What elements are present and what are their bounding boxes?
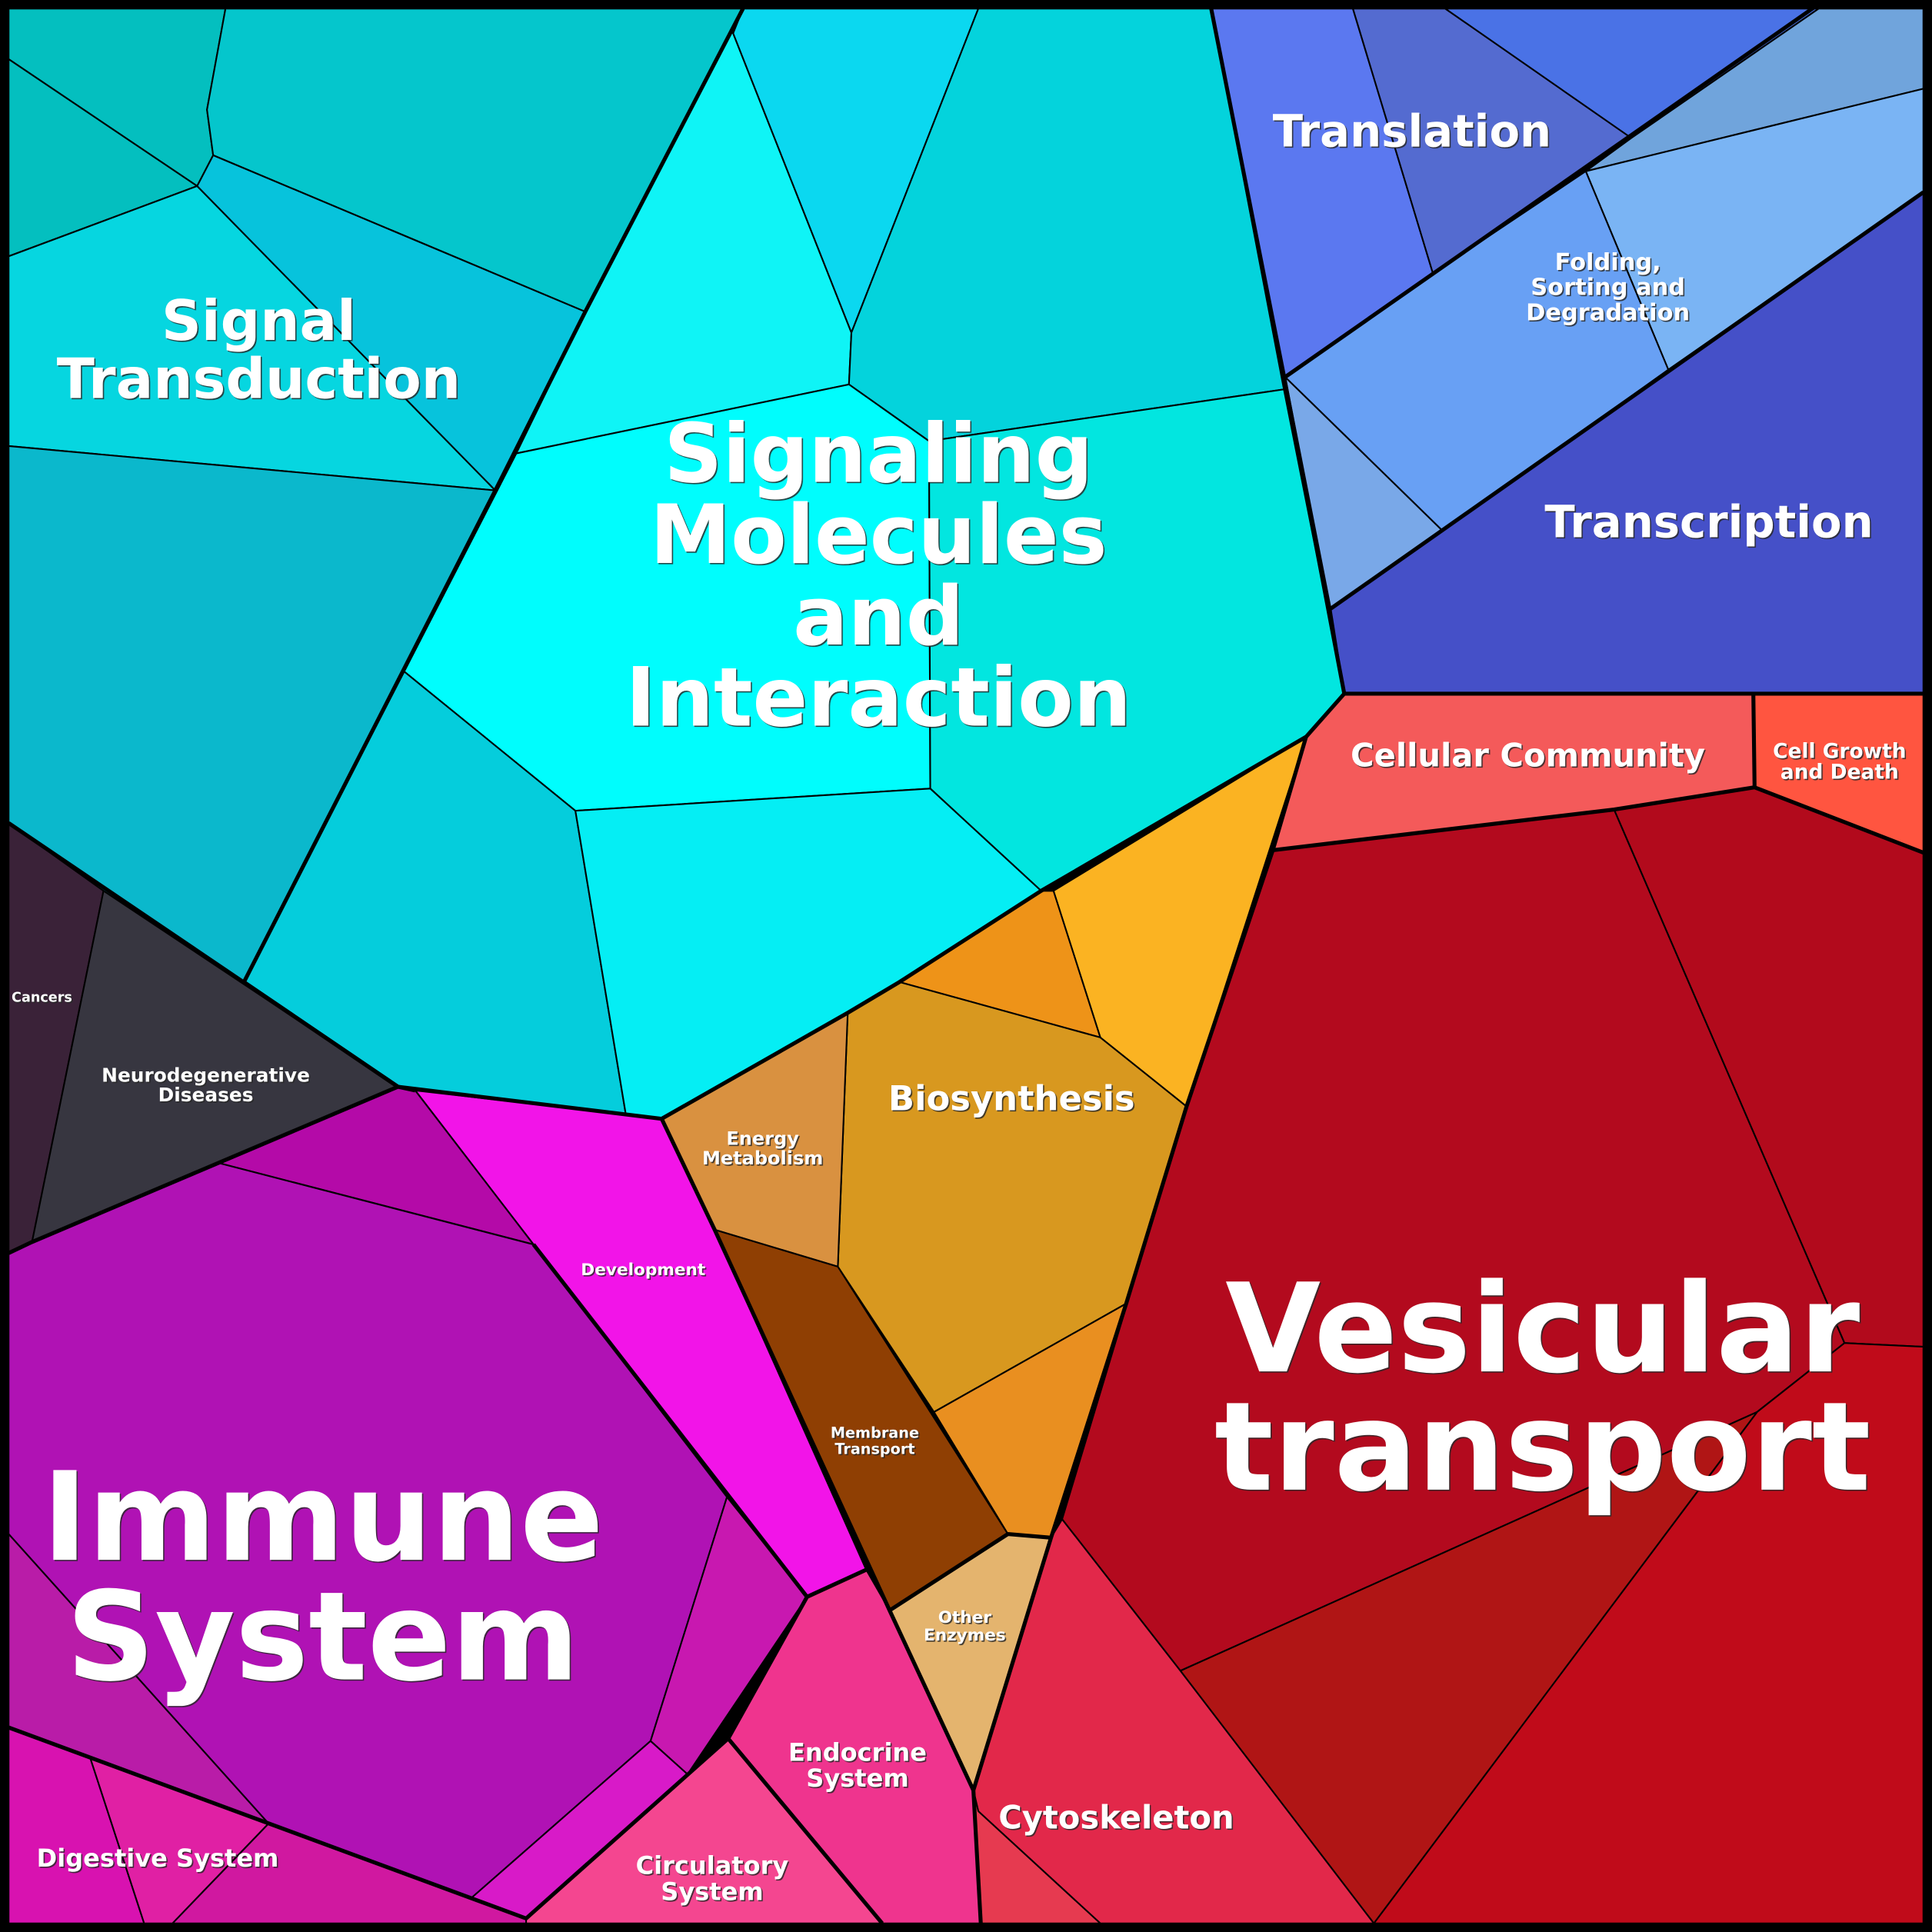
label-line: Degradation bbox=[1526, 300, 1690, 327]
group-metabolism bbox=[661, 735, 1307, 1791]
label-line: Signal bbox=[162, 289, 356, 354]
label-cytoskeleton: Cytoskeleton bbox=[998, 1798, 1234, 1836]
label-line: Sorting and bbox=[1531, 275, 1685, 301]
label-line: Folding, bbox=[1555, 249, 1661, 276]
label-line: Membrane bbox=[831, 1424, 919, 1442]
label-line: Endocrine bbox=[788, 1737, 927, 1767]
label-line: Molecules bbox=[650, 488, 1108, 582]
label-line: Interaction bbox=[625, 651, 1131, 745]
label-line: Enzymes bbox=[924, 1626, 1006, 1645]
label-line: transport bbox=[1214, 1375, 1870, 1519]
label-line: Cellular Community bbox=[1351, 736, 1705, 774]
label-line: Biosynthesis bbox=[888, 1078, 1135, 1118]
label-line: Development bbox=[581, 1261, 705, 1280]
group-signal-transduction bbox=[8, 8, 744, 983]
label-biosynthesis: Biosynthesis bbox=[888, 1078, 1135, 1118]
label-line: and bbox=[793, 569, 964, 664]
label-line: Metabolism bbox=[702, 1148, 823, 1169]
label-line: System bbox=[661, 1877, 763, 1906]
label-line: Diseases bbox=[158, 1084, 254, 1106]
label-line: Signaling bbox=[664, 406, 1093, 501]
label-line: Circulatory bbox=[636, 1851, 789, 1880]
label-cancers: Cancers bbox=[12, 990, 72, 1005]
label-line: Immune bbox=[42, 1445, 604, 1589]
label-line: Other bbox=[938, 1608, 992, 1627]
label-line: System bbox=[806, 1764, 908, 1793]
label-line: Transduction bbox=[57, 347, 461, 411]
label-line: Vesicular bbox=[1225, 1257, 1860, 1401]
label-line: Neurodegenerative bbox=[102, 1064, 310, 1087]
label-line: System bbox=[66, 1565, 579, 1709]
label-line: Energy bbox=[726, 1128, 799, 1149]
label-development: Development bbox=[581, 1261, 705, 1280]
label-line: and Death bbox=[1780, 760, 1899, 784]
label-digestive: Digestive System bbox=[37, 1844, 279, 1873]
label-line: Transcription bbox=[1544, 495, 1873, 548]
label-line: Cancers bbox=[12, 990, 72, 1005]
label-line: Cell Growth bbox=[1773, 739, 1906, 763]
group-cellular-processes bbox=[972, 692, 1924, 1924]
group-genetic-information bbox=[1210, 8, 1924, 695]
label-line: Cytoskeleton bbox=[998, 1798, 1234, 1836]
label-transcription: Transcription bbox=[1544, 495, 1873, 548]
label-line: Transport bbox=[834, 1440, 914, 1457]
label-line: Translation bbox=[1273, 105, 1551, 158]
group-organismal-systems bbox=[8, 822, 982, 1924]
label-line: Digestive System bbox=[37, 1844, 279, 1873]
label-translation: Translation bbox=[1273, 105, 1551, 158]
label-cellular-community: Cellular Community bbox=[1351, 736, 1705, 774]
